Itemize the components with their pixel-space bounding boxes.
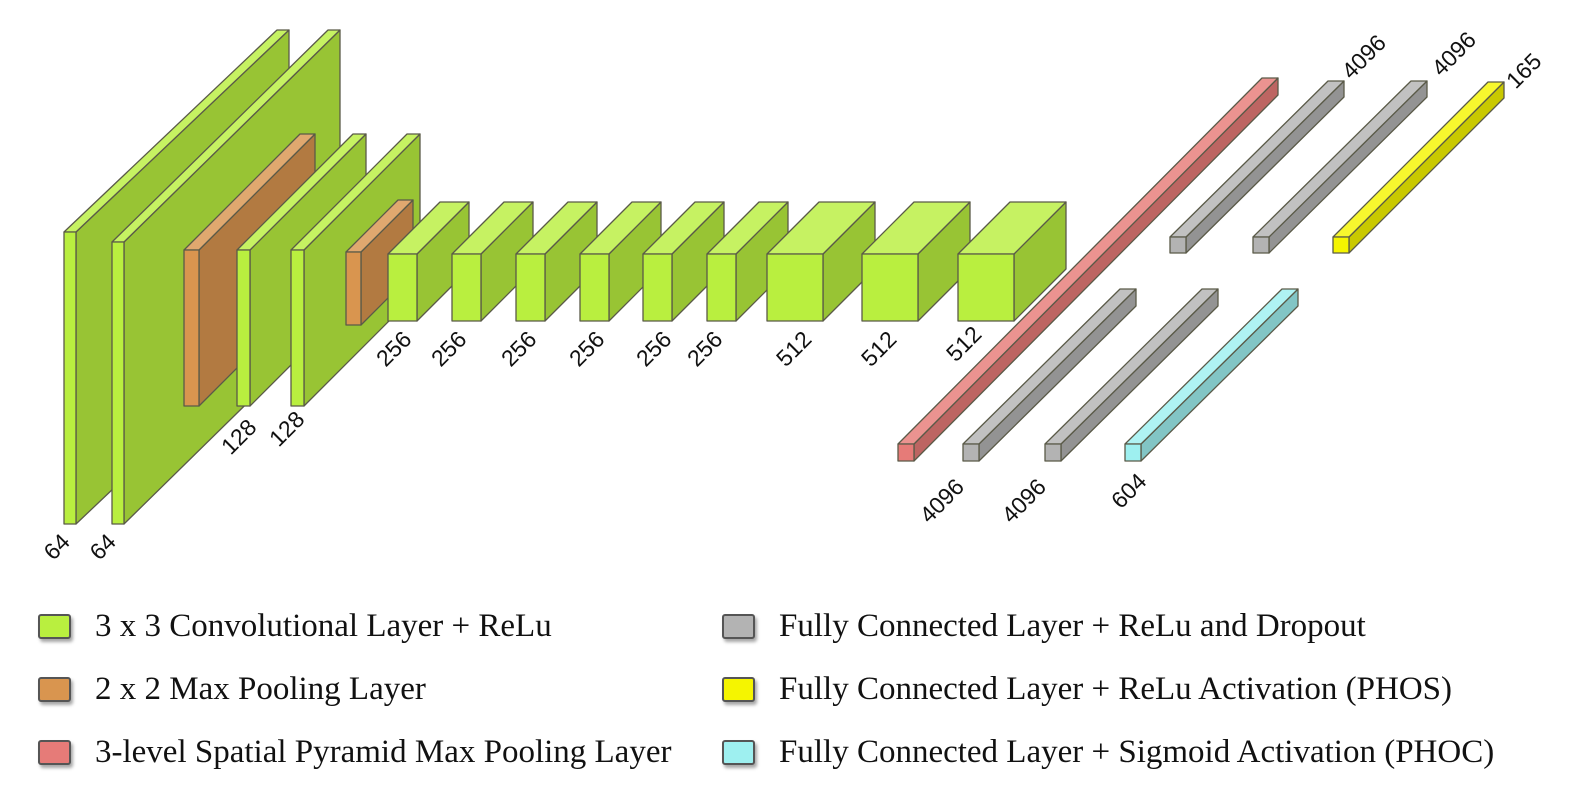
- layer-size-label: 256: [564, 326, 610, 372]
- legend-label-spp: 3-level Spatial Pyramid Max Pooling Laye…: [95, 733, 672, 770]
- legend-label-fc-phos: Fully Connected Layer + ReLu Activation …: [779, 670, 1453, 707]
- layer-conv-12: [706, 201, 789, 322]
- layer-front-face: [451, 253, 482, 322]
- legend-swatch-fc-phos: [722, 676, 755, 702]
- layer-front-face: [962, 443, 980, 462]
- layer-fc-relu-dropout-21: [1044, 288, 1219, 462]
- layer-front-face: [861, 253, 919, 322]
- layer-size-label: 64: [84, 528, 121, 565]
- layer-side-face: [1348, 81, 1505, 254]
- layer-front-face: [63, 231, 77, 525]
- legend-fc-relu-dropout: Fully Connected Layer + ReLu and Dropout: [722, 606, 1366, 646]
- layer-front-face: [236, 249, 251, 407]
- layer-front-face: [1252, 236, 1270, 254]
- layer-size-label: 64: [38, 528, 75, 565]
- layer-conv-9: [515, 201, 598, 322]
- layer-size-label: 256: [631, 326, 677, 372]
- layer-front-face: [1169, 236, 1187, 254]
- layer-size-label: 4096: [1336, 29, 1391, 84]
- layer-size-label: 4096: [914, 473, 969, 528]
- layer-front-face: [345, 251, 362, 326]
- layer-fc-relu-dropout-17: [1169, 80, 1345, 254]
- layer-size-label: 512: [771, 326, 817, 372]
- layer-front-face: [1124, 443, 1142, 462]
- layer-side-face: [1140, 288, 1299, 462]
- layer-size-label: 4096: [1426, 26, 1481, 81]
- layer-conv-14: [861, 201, 971, 322]
- legend-label-fc-relu-dropout: Fully Connected Layer + ReLu and Dropout: [779, 607, 1366, 644]
- legend-fc-phoc: Fully Connected Layer + Sigmoid Activati…: [722, 732, 1494, 772]
- legend-pool: 2 x 2 Max Pooling Layer: [38, 669, 426, 709]
- layer-front-face: [957, 253, 1015, 322]
- layer-size-label: 4096: [996, 473, 1051, 528]
- layer-pool-6: [345, 199, 414, 326]
- legend-spp: 3-level Spatial Pyramid Max Pooling Laye…: [38, 732, 671, 772]
- legend-label-pool: 2 x 2 Max Pooling Layer: [95, 670, 426, 707]
- layer-conv-8: [451, 201, 534, 322]
- layer-front-face: [387, 253, 418, 322]
- layer-front-face: [515, 253, 546, 322]
- layer-front-face: [579, 253, 610, 322]
- layer-size-label: 512: [856, 326, 902, 372]
- legend-fc-phos: Fully Connected Layer + ReLu Activation …: [722, 669, 1452, 709]
- layer-size-label: 256: [496, 326, 542, 372]
- layer-size-label: 604: [1106, 468, 1152, 514]
- layer-conv-7: [387, 201, 470, 322]
- layer-front-face: [642, 253, 673, 322]
- layer-size-label: 256: [682, 326, 728, 372]
- layer-conv-10: [579, 201, 662, 322]
- layer-size-label: 512: [941, 321, 987, 367]
- layer-front-face: [1332, 236, 1350, 254]
- legend-conv: 3 x 3 Convolutional Layer + ReLu: [38, 606, 552, 646]
- layer-fc-phoc-22: [1124, 288, 1299, 462]
- layer-fc-phos-19: [1332, 81, 1505, 254]
- layer-front-face: [766, 253, 824, 322]
- layer-size-label: 128: [264, 406, 310, 452]
- layer-conv-13: [766, 201, 876, 322]
- layer-fc-relu-dropout-18: [1252, 80, 1428, 254]
- legend-label-fc-phoc: Fully Connected Layer + Sigmoid Activati…: [779, 733, 1495, 770]
- layer-size-label: 165: [1501, 48, 1547, 94]
- layer-spp-16: [897, 77, 1279, 462]
- legend-swatch-conv: [38, 613, 71, 639]
- legend-swatch-fc-phoc: [722, 739, 755, 765]
- legend-label-conv: 3 x 3 Convolutional Layer + ReLu: [95, 607, 552, 644]
- layer-front-face: [706, 253, 737, 322]
- legend-swatch-fc-relu-dropout: [722, 613, 755, 639]
- layer-front-face: [183, 249, 200, 407]
- layer-front-face: [897, 443, 915, 462]
- layer-front-face: [290, 249, 305, 407]
- layer-conv-15: [957, 201, 1067, 322]
- layer-front-face: [1044, 443, 1062, 462]
- layer-size-label: 256: [426, 326, 472, 372]
- layer-fc-relu-dropout-20: [962, 288, 1137, 462]
- layer-front-face: [111, 241, 125, 525]
- legend-swatch-pool: [38, 676, 71, 702]
- legend-swatch-spp: [38, 739, 71, 765]
